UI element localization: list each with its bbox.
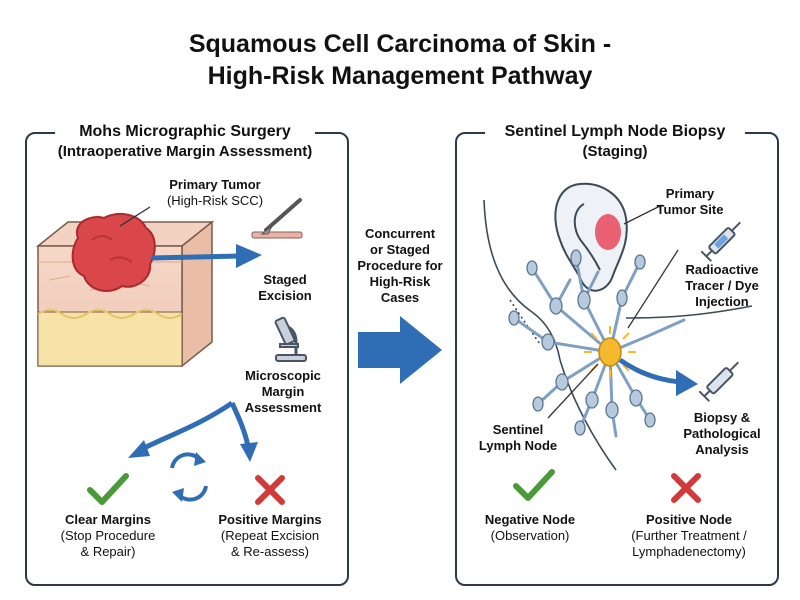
clear-margins-label: Clear Margins (Stop Procedure & Repair) (60, 512, 156, 559)
positive-node-cross-icon (671, 473, 701, 503)
middle-arrow (358, 316, 442, 384)
arrow-to-biopsy (618, 357, 698, 396)
tracer-syringe-icon (700, 221, 741, 262)
tumor-shape (71, 212, 156, 292)
cycle-arrows-icon (170, 452, 208, 502)
branch-arrows (128, 400, 258, 462)
right-panel-title: Sentinel Lymph Node Biopsy (485, 122, 745, 141)
clear-check-icon (87, 473, 129, 505)
positive-cross-icon (255, 475, 285, 505)
concurrent-procedure-label: Concurrent or Staged Procedure for High-… (357, 226, 443, 305)
microscope-icon (274, 316, 307, 362)
arrow-to-staged-excision (151, 244, 262, 268)
negative-check-icon (513, 469, 555, 501)
primary-tumor-site-spot (595, 214, 621, 250)
lymph-nodes (508, 249, 656, 436)
scalpel-icon (251, 198, 303, 239)
biopsy-analysis-label: Biopsy & Pathological Analysis (683, 410, 761, 457)
left-panel-title: Mohs Micrographic Surgery (55, 122, 315, 141)
microscopic-margin-label: Microscopic Margin Assessment (244, 368, 322, 415)
title-line-1: Squamous Cell Carcinoma of Skin - (188, 30, 612, 58)
sentinel-node-icon (584, 326, 636, 378)
staged-excision-label: Staged Excision (258, 272, 312, 303)
biopsy-syringe-icon (698, 361, 739, 402)
tracer-injection-label: Radioactive Tracer / Dye Injection (685, 262, 759, 309)
primary-tumor-label: Primary Tumor (High-Risk SCC) (166, 177, 264, 208)
negative-node-label: Negative Node (Observation) (484, 512, 576, 543)
right-panel-subtitle: (Staging) (582, 143, 648, 160)
diagram-title: Squamous Cell Carcinoma of Skin - High-R… (0, 28, 800, 92)
positive-node-label: Positive Node (Further Treatment / Lymph… (631, 512, 747, 559)
title-line-2: High-Risk Management Pathway (207, 62, 593, 90)
primary-tumor-site-label: Primary Tumor Site (656, 186, 724, 217)
left-panel-subtitle: (Intraoperative Margin Assessment) (57, 143, 313, 160)
positive-margins-label: Positive Margins (Repeat Excision & Re-a… (218, 512, 322, 559)
sentinel-node-label: Sentinel Lymph Node (478, 422, 558, 453)
